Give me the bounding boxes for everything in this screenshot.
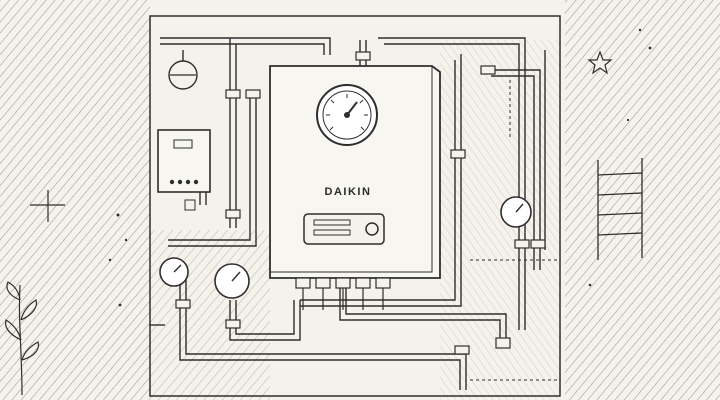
pipe-fittings bbox=[175, 51, 546, 355]
wall-frame bbox=[149, 15, 561, 397]
boiler-unit bbox=[269, 65, 441, 310]
survey-marker bbox=[30, 190, 65, 222]
speckles bbox=[108, 28, 652, 307]
dashed-lines bbox=[470, 80, 560, 381]
main-pressure-gauge-icon bbox=[316, 84, 378, 146]
left-gauge-icon bbox=[159, 257, 189, 287]
pipework bbox=[150, 37, 546, 390]
ladder-icon bbox=[597, 158, 643, 260]
control-knob-icon bbox=[365, 222, 379, 236]
brand-label: DAIKIN bbox=[324, 186, 372, 198]
control-panel bbox=[303, 213, 385, 245]
right-gauge-icon bbox=[500, 196, 532, 228]
outlet-valves bbox=[295, 277, 391, 310]
right-hatching bbox=[440, 0, 720, 400]
valve-icon bbox=[168, 50, 198, 90]
center-left-gauge-icon bbox=[214, 263, 250, 299]
leaf-plant-icon bbox=[4, 281, 40, 396]
star-icon bbox=[587, 50, 613, 75]
controller-box bbox=[157, 129, 211, 211]
